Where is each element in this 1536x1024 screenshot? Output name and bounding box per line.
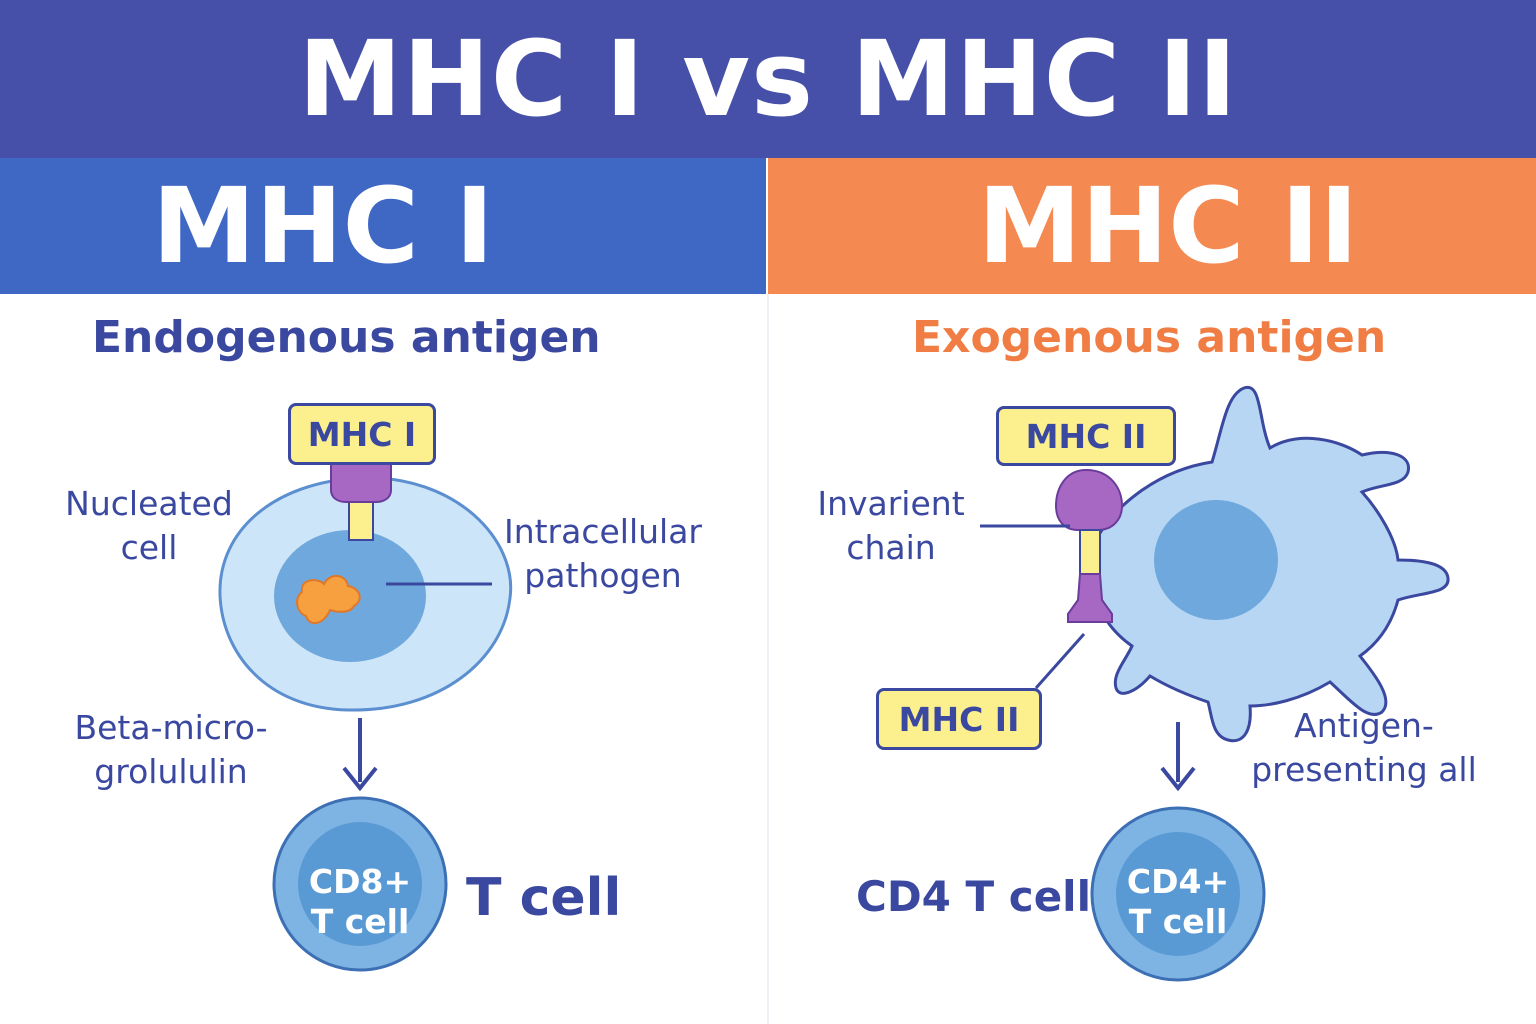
mhc1-receptor-tag: MHC I xyxy=(288,403,436,465)
cd4-tcell-inner xyxy=(1116,832,1240,956)
intracellular-pathogen-blob xyxy=(296,575,361,625)
mhc2-molecule-base xyxy=(1067,573,1113,623)
mhc2-arrow-head xyxy=(1160,766,1196,792)
nucleated-cell-label: Nucleated cell xyxy=(65,484,233,567)
invariant-chain-label: Invarient chain xyxy=(817,484,965,567)
mhc2-receptor-tag-bottom: MHC II xyxy=(876,688,1042,750)
apc-nucleus xyxy=(1154,500,1278,620)
mhc2-receptor-tag-top: MHC II xyxy=(996,406,1176,466)
mhc1-stem xyxy=(348,499,374,541)
mhc2-header: MHC II xyxy=(768,158,1536,294)
exogenous-antigen-heading: Exogenous antigen xyxy=(912,312,1387,363)
antigen-presenting-cell-label: Antigen- presenting all xyxy=(1251,706,1477,789)
mhc1-molecule xyxy=(330,459,392,503)
mhc1-header-label: MHC I xyxy=(152,165,494,287)
cd4-tcell-text: CD4+ T cell xyxy=(1126,862,1230,941)
beta-microglobulin-label: Beta-micro- grolululin xyxy=(74,708,268,791)
cd4-tcell-label: CD4 T cell xyxy=(856,872,1091,921)
mhc2-bottom-pointer xyxy=(1034,633,1086,689)
mhc2-header-label: MHC II xyxy=(977,165,1359,287)
cd8-tcell-text: CD8+ T cell xyxy=(308,862,412,941)
endogenous-antigen-heading: Endogenous antigen xyxy=(92,312,601,363)
column-divider xyxy=(767,294,769,1024)
cd8-tcell-inner xyxy=(298,822,422,946)
intracellular-pathogen-label: Intracellular pathogen xyxy=(503,512,703,595)
tcell-label: T cell xyxy=(466,868,622,928)
mhc2-stem xyxy=(1079,529,1101,575)
title-bar: MHC I vs MHC II xyxy=(0,0,1536,158)
mhc1-arrow-head xyxy=(342,766,378,792)
mhc1-header: MHC I xyxy=(0,158,766,294)
page-title: MHC I vs MHC II xyxy=(298,18,1238,140)
mhc2-molecule-top xyxy=(1054,468,1124,531)
